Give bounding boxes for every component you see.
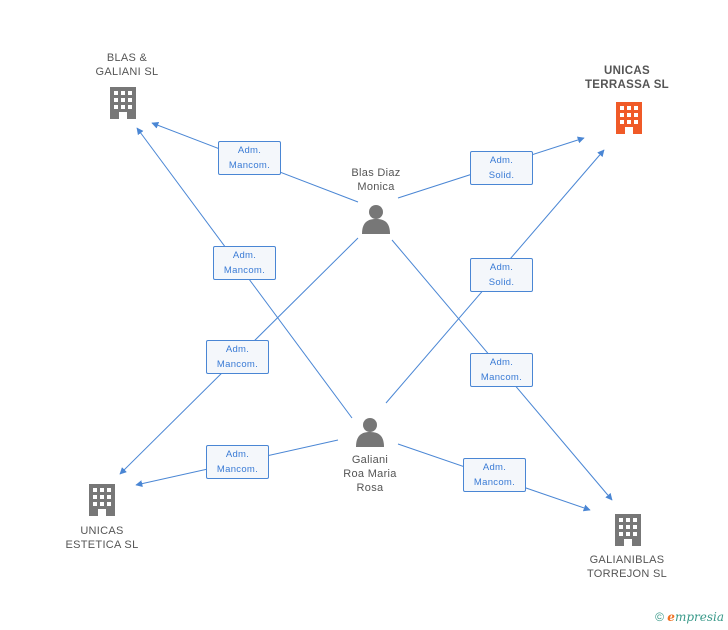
edge-label-line: Solid. (488, 170, 515, 181)
empresia-logo[interactable]: empresia (667, 610, 724, 624)
company-label-unicas-terrassa[interactable]: UNICAS TERRASSA SL (572, 64, 682, 92)
label-line: GALIANIBLAS (589, 554, 665, 566)
building-icon[interactable] (110, 87, 136, 119)
label-line: Roa Maria (343, 468, 397, 480)
brand-e: e (667, 610, 675, 624)
edge-label-adm-solid[interactable]: Adm. Solid. (470, 151, 533, 185)
label-line: UNICAS (80, 525, 124, 537)
edge-label-line: Adm. (489, 155, 514, 166)
edge-label-adm-mancom[interactable]: Adm. Mancom. (206, 340, 269, 374)
edge-label-line: Adm. (225, 449, 250, 460)
building-icon[interactable] (615, 514, 641, 546)
building-icon[interactable] (89, 484, 115, 516)
label-line: BLAS & (106, 52, 148, 64)
edge-label-line: Mancom. (216, 359, 259, 370)
brand-rest: mpresia (674, 610, 724, 624)
label-line: UNICAS (604, 65, 650, 77)
edge-label-line: Adm. (225, 344, 250, 355)
edge-label-adm-mancom[interactable]: Adm. Mancom. (470, 353, 533, 387)
edge-label-line: Mancom. (480, 372, 523, 383)
edge-label-adm-mancom[interactable]: Adm. Mancom. (213, 246, 276, 280)
edge-label-line: Mancom. (223, 265, 266, 276)
edge-label-line: Mancom. (473, 477, 516, 488)
company-label-unicas-estetica[interactable]: UNICAS ESTETICA SL (47, 524, 157, 552)
company-label-galianiblas[interactable]: GALIANIBLAS TORREJON SL (572, 553, 682, 581)
edge-label-line: Mancom. (228, 160, 271, 171)
label-line: TORREJON SL (586, 568, 668, 580)
label-line: Galiani (351, 454, 389, 466)
edge-label-adm-mancom[interactable]: Adm. Mancom. (218, 141, 281, 175)
label-line: Rosa (356, 482, 384, 494)
label-line: Monica (357, 181, 395, 193)
edge-label-adm-mancom[interactable]: Adm. Mancom. (463, 458, 526, 492)
person-label-blas-diaz[interactable]: Blas Diaz Monica (321, 166, 431, 194)
copyright-icon: © (655, 610, 664, 624)
label-line: TERRASSA SL (584, 79, 670, 91)
edge-label-line: Adm. (489, 357, 514, 368)
person-icon[interactable] (356, 418, 384, 447)
person-label-galiani-roa[interactable]: Galiani Roa Maria Rosa (315, 453, 425, 495)
edge-label-adm-mancom[interactable]: Adm. Mancom. (206, 445, 269, 479)
edge-label-line: Solid. (488, 277, 515, 288)
edge-label-line: Adm. (237, 145, 262, 156)
edge-label-adm-solid[interactable]: Adm. Solid. (470, 258, 533, 292)
person-icon[interactable] (362, 205, 390, 234)
building-icon[interactable] (616, 102, 642, 134)
edge-label-line: Adm. (489, 262, 514, 273)
label-line: ESTETICA SL (65, 539, 139, 551)
edge-label-line: Adm. (232, 250, 257, 261)
company-label-blas-galiani[interactable]: BLAS & GALIANI SL (72, 51, 182, 79)
footer-brand: © empresia (655, 610, 724, 624)
label-line: Blas Diaz (351, 167, 401, 179)
label-line: GALIANI SL (95, 66, 159, 78)
edge-label-line: Adm. (482, 462, 507, 473)
edge-label-line: Mancom. (216, 464, 259, 475)
